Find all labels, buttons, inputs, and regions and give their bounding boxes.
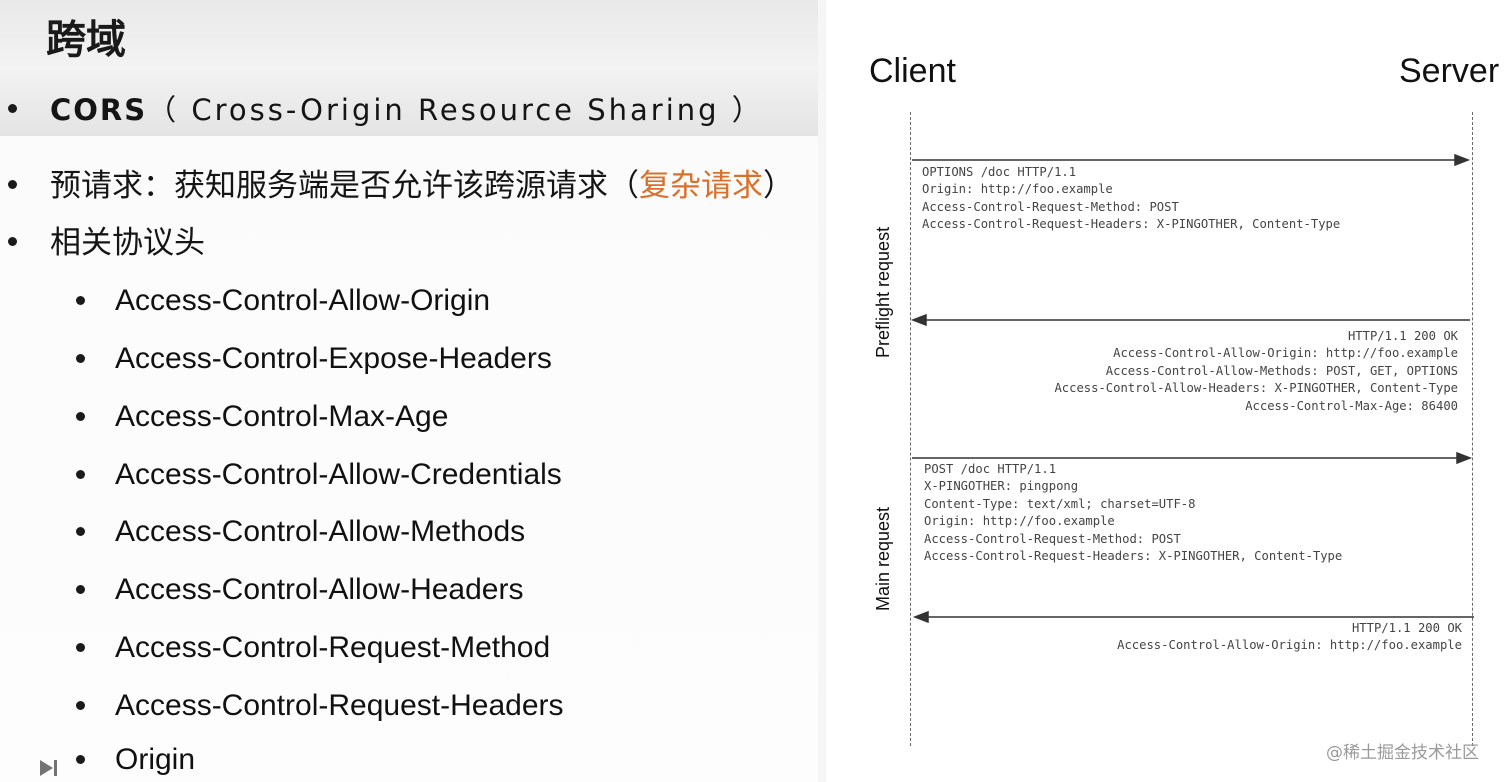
sub-bullet-dot — [76, 585, 85, 594]
header-name: Access-Control-Allow-Origin — [115, 284, 491, 317]
server-label: Server — [1399, 52, 1500, 90]
preflight-suffix: ） — [763, 168, 794, 204]
code-line: Origin: http://foo.example — [924, 514, 1115, 529]
code-line: Access-Control-Allow-Origin: http://foo.… — [1117, 638, 1462, 653]
preflight-prefix: 预请求：获知服务端是否允许该跨源请求（ — [50, 168, 639, 204]
bullet-dot — [8, 180, 17, 189]
sub-bullet-dot — [76, 701, 85, 710]
code-line: Access-Control-Request-Headers: X-PINGOT… — [922, 217, 1341, 232]
header-name: Access-Control-Expose-Headers — [115, 342, 552, 375]
code-line: Origin: http://foo.example — [922, 182, 1113, 197]
bullet-dot — [8, 237, 17, 246]
header-name: Access-Control-Allow-Headers — [115, 573, 524, 606]
cors-abbr: CORS — [50, 93, 148, 127]
server-lifeline — [1472, 112, 1473, 746]
sub-bullet-dot — [76, 354, 85, 363]
cors-sequence-diagram — [826, 0, 1512, 782]
code-line: Access-Control-Request-Method: POST — [924, 531, 1181, 546]
cors-highlight-band — [0, 70, 818, 136]
slide-content: 跨域 CORS（ Cross-Origin Resource Sharing ）… — [0, 0, 818, 782]
header-name: Origin — [115, 743, 196, 776]
code-line: Access-Control-Request-Headers: X-PINGOT… — [924, 549, 1343, 564]
preflight-response-block: HTTP/1.1 200 OK Access-Control-Allow-Orig… — [1054, 328, 1458, 415]
sub-bullet-dot — [76, 643, 85, 652]
code-line: Access-Control-Allow-Methods: POST, GET,… — [1105, 363, 1458, 378]
bullet-dot — [8, 104, 17, 113]
client-lifeline — [910, 112, 911, 746]
preflight-line: 预请求：获知服务端是否允许该跨源请求（复杂请求） — [50, 164, 794, 208]
code-line: OPTIONS /doc HTTP/1.1 — [922, 165, 1077, 179]
sub-bullet-dot — [76, 412, 85, 421]
code-line: Access-Control-Max-Age: 86400 — [1245, 398, 1458, 413]
code-line: Access-Control-Allow-Headers: X-PINGOTHE… — [1054, 381, 1458, 396]
header-name: Access-Control-Request-Headers — [115, 689, 564, 722]
slide-title: 跨域 — [46, 17, 126, 63]
code-line: Content-Type: text/xml; charset=UTF-8 — [924, 496, 1196, 511]
header-name: Access-Control-Allow-Methods — [115, 515, 526, 548]
headers-title: 相关协议头 — [50, 225, 205, 261]
code-line: POST /doc HTTP/1.1 — [924, 462, 1057, 476]
sub-bullet-dot — [76, 755, 85, 764]
cors-full-name: Cross-Origin Resource Sharing — [191, 93, 720, 127]
header-name: Access-Control-Allow-Credentials — [115, 458, 562, 491]
main-response-block: HTTP/1.1 200 OK Access-Control-Allow-Orig… — [1117, 620, 1462, 655]
code-line: HTTP/1.1 200 OK — [1351, 621, 1462, 635]
cors-open-paren: （ — [147, 93, 180, 127]
code-line: Access-Control-Request-Method: POST — [922, 199, 1179, 214]
preflight-highlight: 复杂请求 — [639, 168, 763, 204]
cors-line: CORS（ Cross-Origin Resource Sharing ） — [50, 88, 764, 132]
preflight-request-label: Preflight request — [873, 226, 893, 358]
watermark: @稀土掘金技术社区 — [1326, 743, 1479, 763]
header-name: Access-Control-Max-Age — [115, 400, 449, 433]
code-line: X-PINGOTHER: pingpong — [924, 479, 1079, 494]
code-line: HTTP/1.1 200 OK — [1347, 329, 1458, 343]
sub-bullet-dot — [76, 470, 85, 479]
header-name: Access-Control-Request-Method — [115, 631, 551, 664]
main-request-label: Main request — [873, 506, 893, 611]
client-label: Client — [869, 52, 956, 90]
cors-close-paren: ） — [731, 93, 764, 127]
sub-bullet-dot — [76, 296, 85, 305]
play-next-icon[interactable] — [38, 758, 60, 778]
code-line: Access-Control-Allow-Origin: http://foo.… — [1113, 346, 1458, 361]
sub-bullet-dot — [76, 527, 85, 536]
